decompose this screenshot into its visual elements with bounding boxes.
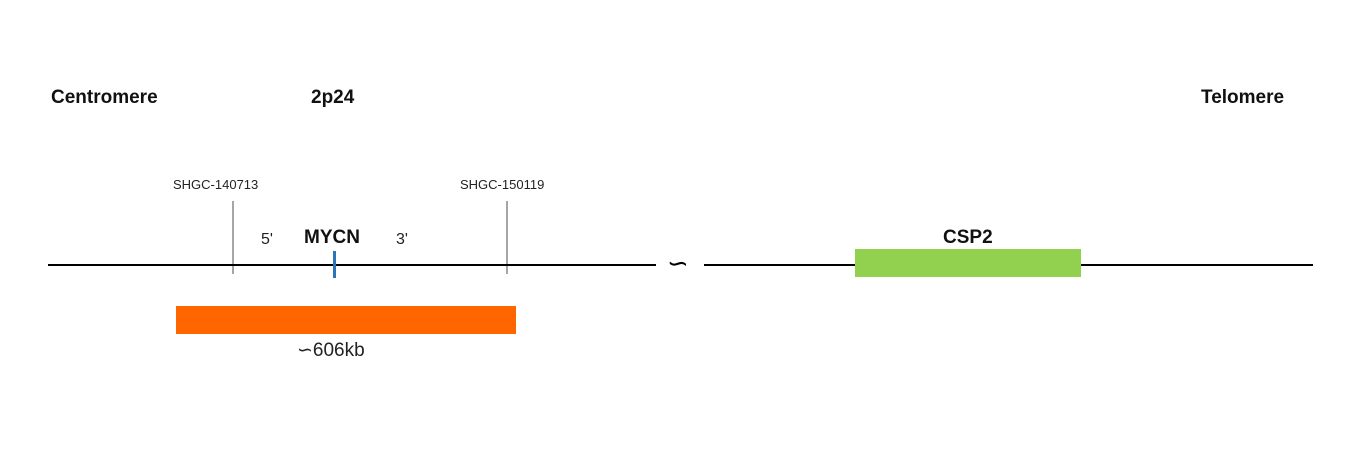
mycn-gene-label: MYCN <box>304 227 360 248</box>
band-label: 2p24 <box>311 87 355 108</box>
csp2-label: CSP2 <box>943 227 993 248</box>
mycn-gene-tick <box>333 251 336 278</box>
centromere-label: Centromere <box>51 87 158 108</box>
marker-left-label: SHGC-140713 <box>173 177 259 192</box>
marker-right-line <box>506 201 508 274</box>
telomere-label: Telomere <box>1201 87 1285 108</box>
probe-size-label: ∽606kb <box>297 340 365 361</box>
chromosome-line-left <box>48 264 656 266</box>
mycn-probe-bar <box>176 306 516 334</box>
five-prime-label: 5' <box>261 231 273 248</box>
marker-right-label: SHGC-150119 <box>460 177 545 192</box>
marker-left-line <box>232 201 234 274</box>
three-prime-label: 3' <box>396 231 408 248</box>
csp2-bar <box>855 249 1081 277</box>
break-symbol: ∽ <box>667 249 689 279</box>
